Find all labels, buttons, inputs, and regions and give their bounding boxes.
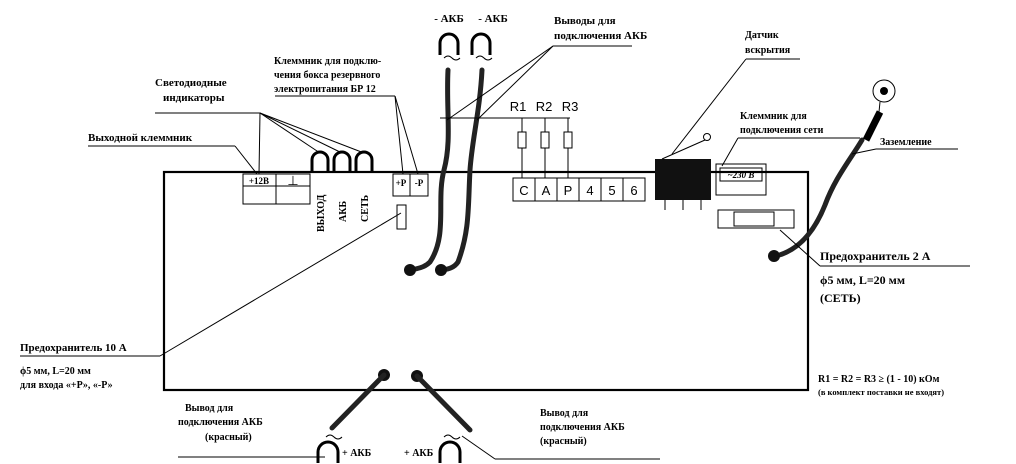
leader-lines [20,45,970,460]
led-label-akb: АКБ [338,201,349,222]
mains-label: ~230 В [728,170,755,180]
led-set [354,150,374,173]
label-vyvody-l2: подключения АКБ [554,30,647,42]
mains-terminal: ~230 В [715,163,767,196]
akb-terminal-point-2 [435,264,447,276]
led-label-output: ВЫХОД [316,195,327,232]
signal-terminal-block: С А Р 4 5 6 [512,177,646,202]
resistor-label-r1: R1 [510,99,527,114]
terminal-plus12v: +12В [249,176,269,186]
label-mains-l1: Клеммник для [740,111,807,122]
label-fuse10-spec: ϕ5 мм, L=20 мм [20,366,91,377]
terminal-a: А [542,183,551,198]
output-terminal-block: +12В ⊥ [242,173,311,205]
fuse-2a [717,209,795,229]
label-resistors-note: (в комплект поставки не входят) [818,387,944,397]
bottom-akb-leads: + АКБ + АКБ [316,369,473,463]
ground-cable [768,79,896,262]
akb-terminal-point-1 [404,264,416,276]
led-indicators: ВЫХОД АКБ СЕТЬ [310,150,374,232]
label-resistors: R1 = R2 = R3 ≥ (1 - 10) кОм [818,374,940,385]
label-lead-right-l2: подключения АКБ [540,422,625,433]
terminal-p: Р [564,183,573,198]
label-tamper-l1: Датчик [745,30,779,41]
device-board [162,170,810,392]
resistors: R1 R2 R3 [440,99,578,178]
plus-akb-connector-left [316,440,340,463]
label-lead-left-l2: подключения АКБ [178,417,263,428]
label-lead-right-l3: (красный) [540,436,587,447]
label-output-terminal: Выходной клеммник [88,132,193,144]
minus-akb-connectors: - АКБ - АКБ [434,13,508,61]
ground-ring-terminal [872,79,896,103]
label-tamper-l2: вскрытия [745,45,791,56]
label-lead-right-l1: Вывод для [540,408,589,419]
label-leds-l1: Светодиодные [155,77,227,89]
fuse-10a [396,204,407,230]
label-fuse2-spec: ϕ5 мм, L=20 мм [820,273,905,287]
label-br12-l2: чения бокса резервного [274,70,380,81]
label-fuse2-set: (СЕТЬ) [820,291,861,305]
tamper-switch [655,133,711,210]
plus-akb-label-2: + АКБ [404,448,434,459]
resistor-label-r2: R2 [536,99,553,114]
plus-akb-connector-right [438,440,462,463]
br12-terminal: +Р -Р [392,173,429,197]
minus-akb-label-2: - АКБ [478,13,508,25]
label-ground: Заземление [880,137,932,148]
label-fuse10-input: для входа «+Р», «-Р» [20,380,113,391]
ground-point [768,250,780,262]
minus-akb-label-1: - АКБ [434,13,464,25]
resistor-label-r3: R3 [562,99,579,114]
plus-akb-label-1: + АКБ [342,448,372,459]
resistor-r2 [540,131,550,149]
label-mains-l2: подключения сети [740,125,824,136]
terminal-4: 4 [586,183,593,198]
resistor-r1 [517,131,527,149]
terminal-c: С [519,183,528,198]
label-lead-left-l3: (красный) [205,432,252,443]
label-fuse2-title: Предохранитель 2 А [820,249,931,263]
label-vyvody-l1: Выводы для [554,15,616,27]
label-lead-left-l1: Вывод для [185,403,234,414]
terminal-5: 5 [608,183,615,198]
annotations: Выводы для подключения АКБ Клеммник для … [20,15,944,447]
label-leds-l2: индикаторы [163,92,225,104]
led-label-set: СЕТЬ [360,194,371,222]
label-br12-l1: Клеммник для подклю- [274,56,381,67]
terminal-ground: ⊥ [287,173,298,188]
terminal-plus-p: +Р [396,178,407,188]
led-output [310,150,330,173]
terminal-minus-p: -Р [415,178,424,188]
label-br12-l3: электропитания БР 12 [274,84,376,95]
terminal-6: 6 [630,183,637,198]
label-fuse10-title: Предохранитель 10 А [20,342,127,354]
resistor-r3 [563,131,573,149]
led-akb [332,150,352,173]
